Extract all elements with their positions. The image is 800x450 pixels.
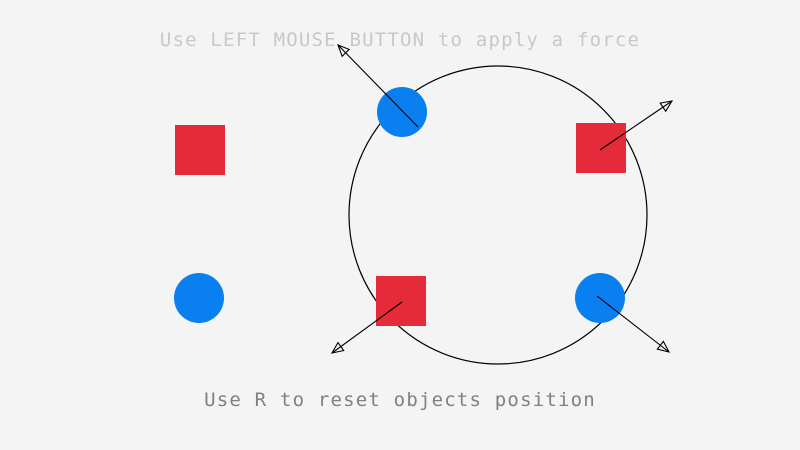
hint-text-reset-objects: Use R to reset objects position xyxy=(204,389,596,411)
force-arrowhead-force-top-right xyxy=(659,100,674,113)
force-arrowhead-force-bottom-right xyxy=(656,340,671,353)
body-square-top-right[interactable] xyxy=(576,123,626,173)
force-arrowhead-force-bottom-center xyxy=(330,341,345,354)
force-vector-force-top-center xyxy=(337,44,419,128)
force-vector-force-top-right xyxy=(599,100,674,151)
body-square-bottom-center[interactable] xyxy=(376,276,426,326)
body-square-top-left[interactable] xyxy=(175,125,225,175)
boundary-layer xyxy=(348,65,648,365)
force-shaft-force-top-right xyxy=(599,100,673,151)
force-vector-force-bottom-right xyxy=(596,295,671,353)
force-vector-force-bottom-center xyxy=(330,301,403,354)
boundary-circle xyxy=(348,65,648,365)
force-shaft-force-bottom-right xyxy=(596,295,670,353)
force-shaft-force-bottom-center xyxy=(331,301,403,354)
force-shaft-force-top-center xyxy=(337,44,419,128)
bodies-layer[interactable] xyxy=(174,87,626,326)
body-circle-left[interactable] xyxy=(174,273,224,323)
hint-text-apply-force: Use LEFT MOUSE BUTTON to apply a force xyxy=(159,29,641,51)
body-circle-top-center[interactable] xyxy=(377,87,427,137)
force-vectors-layer xyxy=(330,44,674,354)
force-arrowhead-force-top-center xyxy=(337,44,351,58)
